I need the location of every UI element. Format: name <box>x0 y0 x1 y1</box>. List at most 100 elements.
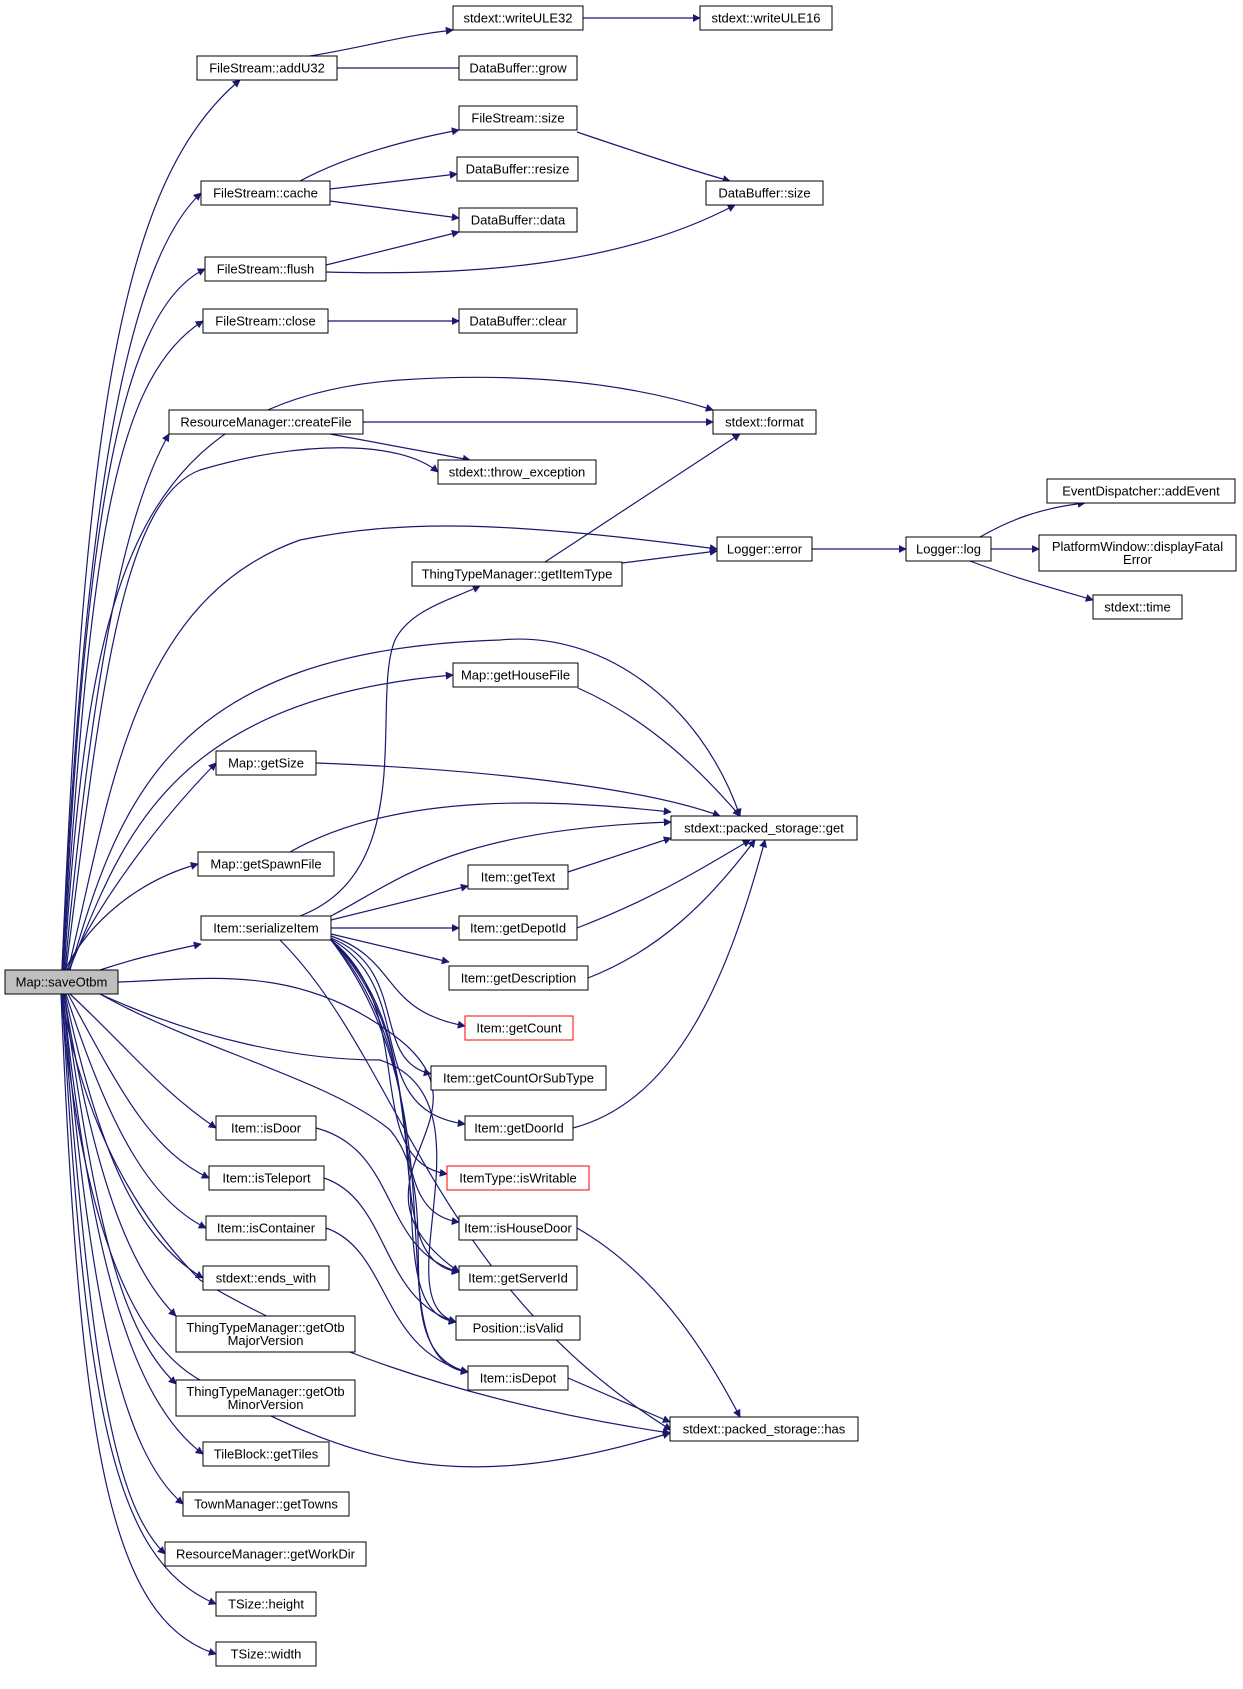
node-getSize[interactable]: Map::getSize <box>215 750 317 776</box>
node-height[interactable]: TSize::height <box>215 1591 317 1617</box>
node-label: ResourceManager::getWorkDir <box>176 1547 356 1562</box>
node-label: ThingTypeManager::getOtb <box>186 1320 344 1335</box>
node-label: Map::getHouseFile <box>461 668 570 683</box>
node-label: MinorVersion <box>228 1397 304 1412</box>
edge-to-isContainer <box>65 993 207 1229</box>
node-label: Item::isHouseDoor <box>464 1221 572 1236</box>
node-box <box>202 1265 330 1291</box>
edge-to-isDepot <box>99 993 469 1375</box>
edge-to-getDescription <box>330 933 450 965</box>
node-data[interactable]: DataBuffer::data <box>458 207 578 233</box>
edge-to-data <box>325 229 460 266</box>
node-throwEx[interactable]: stdext::throw_exception <box>437 459 597 485</box>
node-box <box>175 1315 356 1353</box>
edge-to-psHas <box>576 1227 741 1418</box>
node-label: stdext::throw_exception <box>449 465 586 480</box>
node-saveOtbm[interactable]: Map::saveOtbm <box>4 969 119 995</box>
node-getTowns[interactable]: TownManager::getTowns <box>182 1491 350 1517</box>
node-serializeItem[interactable]: Item::serializeItem <box>200 915 332 941</box>
edge-to-psGet <box>315 762 721 818</box>
node-error[interactable]: Logger::error <box>716 536 813 562</box>
node-flush[interactable]: FileStream::flush <box>204 256 327 282</box>
edge-to-error <box>621 547 718 564</box>
node-label: DataBuffer::size <box>718 186 810 201</box>
node-label: stdext::packed_storage::has <box>683 1422 846 1437</box>
node-getDoorId[interactable]: Item::getDoorId <box>464 1115 574 1141</box>
node-clear[interactable]: DataBuffer::clear <box>458 308 578 334</box>
node-createFile[interactable]: ResourceManager::createFile <box>168 409 364 435</box>
node-label: FileStream::flush <box>217 262 315 277</box>
node-label: Item::isDoor <box>231 1121 302 1136</box>
node-label: stdext::ends_with <box>216 1271 316 1286</box>
edge-to-getSize <box>66 762 217 971</box>
node-label: Position::isValid <box>473 1321 564 1336</box>
node-time[interactable]: stdext::time <box>1092 594 1183 620</box>
node-getText[interactable]: Item::getText <box>467 864 569 890</box>
edge-to-psGet <box>576 839 751 929</box>
node-dbSize[interactable]: DataBuffer::size <box>705 180 824 206</box>
node-getTiles[interactable]: TileBlock::getTiles <box>202 1441 330 1467</box>
node-box <box>458 105 578 131</box>
edge-to-throwEx <box>329 433 471 463</box>
node-resize[interactable]: DataBuffer::resize <box>456 156 579 182</box>
node-box <box>458 308 578 334</box>
node-writeULE32[interactable]: stdext::writeULE32 <box>452 5 584 31</box>
node-box <box>1038 534 1237 572</box>
node-fsSize[interactable]: FileStream::size <box>458 105 578 131</box>
node-box <box>455 1315 581 1341</box>
node-getCount[interactable]: Item::getCount <box>464 1015 574 1041</box>
node-box <box>448 965 589 991</box>
node-isValid[interactable]: Position::isValid <box>455 1315 581 1341</box>
edge-to-getCountOrSubType <box>330 937 432 1077</box>
node-psHas[interactable]: stdext::packed_storage::has <box>669 1416 859 1442</box>
node-box <box>467 864 569 890</box>
node-box <box>430 1065 607 1091</box>
node-label: TSize::width <box>231 1647 302 1662</box>
node-cache[interactable]: FileStream::cache <box>200 180 331 206</box>
node-endsWith[interactable]: stdext::ends_with <box>202 1265 330 1291</box>
node-isDoor[interactable]: Item::isDoor <box>215 1115 317 1141</box>
node-getDescription[interactable]: Item::getDescription <box>448 965 589 991</box>
node-isContainer[interactable]: Item::isContainer <box>205 1215 327 1241</box>
node-addEvent[interactable]: EventDispatcher::addEvent <box>1046 478 1236 504</box>
node-label: DataBuffer::clear <box>469 314 567 329</box>
node-close[interactable]: FileStream::close <box>202 308 329 334</box>
node-writeULE16[interactable]: stdext::writeULE16 <box>699 5 833 31</box>
node-label: ItemType::isWritable <box>459 1171 577 1186</box>
node-grow[interactable]: DataBuffer::grow <box>458 55 578 81</box>
node-getHouseFile[interactable]: Map::getHouseFile <box>452 662 579 688</box>
edge-to-createFile <box>64 433 170 971</box>
node-isWritable[interactable]: ItemType::isWritable <box>446 1165 590 1191</box>
node-psGet[interactable]: stdext::packed_storage::get <box>670 815 858 841</box>
node-getWorkDir[interactable]: ResourceManager::getWorkDir <box>164 1541 367 1567</box>
node-log[interactable]: Logger::log <box>905 536 992 562</box>
node-width[interactable]: TSize::width <box>215 1641 317 1667</box>
node-getCountOrSubType[interactable]: Item::getCountOrSubType <box>430 1065 607 1091</box>
edge-to-isDepot <box>330 939 469 1376</box>
node-label: Item::getDoorId <box>474 1121 564 1136</box>
node-isHouseDoor[interactable]: Item::isHouseDoor <box>458 1215 578 1241</box>
node-getDepotId[interactable]: Item::getDepotId <box>458 915 578 941</box>
node-label: Item::getDepotId <box>470 921 566 936</box>
node-label: Item::isDepot <box>480 1371 557 1386</box>
node-isTeleport[interactable]: Item::isTeleport <box>208 1165 325 1191</box>
node-isDepot[interactable]: Item::isDepot <box>467 1365 569 1391</box>
node-label: FileStream::addU32 <box>209 61 325 76</box>
node-addU32[interactable]: FileStream::addU32 <box>196 55 338 81</box>
edge-to-getWorkDir <box>61 993 166 1555</box>
node-format[interactable]: stdext::format <box>712 409 817 435</box>
node-box <box>215 1115 317 1141</box>
node-getItemType[interactable]: ThingTypeManager::getItemType <box>411 561 623 587</box>
edge-to-format <box>544 433 741 563</box>
node-label: TSize::height <box>228 1597 304 1612</box>
node-box <box>1092 594 1183 620</box>
node-getSpawnFile[interactable]: Map::getSpawnFile <box>197 851 335 877</box>
node-box <box>452 5 584 31</box>
node-box <box>452 662 579 688</box>
edge-to-addEvent <box>979 499 1086 538</box>
edge-to-getServerId <box>315 1127 460 1274</box>
node-getServerId[interactable]: Item::getServerId <box>458 1265 578 1291</box>
